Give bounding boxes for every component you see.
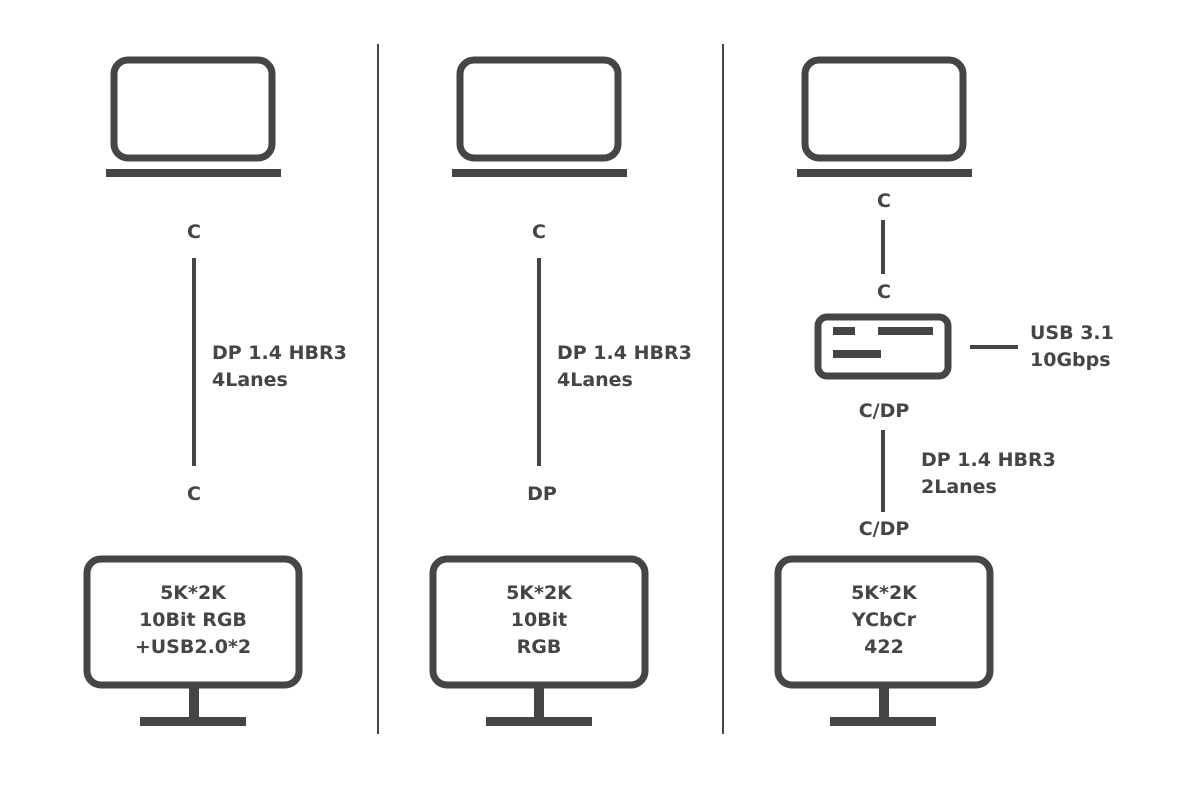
connector-label: C <box>187 221 201 243</box>
monitor-spec-line: 10Bit RGB <box>139 609 247 631</box>
link-label: DP 1.4 HBR3 4Lanes <box>212 340 347 394</box>
adapter-input-label: C <box>877 281 891 303</box>
link-label-line: 4Lanes <box>212 369 288 391</box>
adapter-side-label-line: USB 3.1 <box>1030 322 1114 344</box>
laptop-icon <box>452 56 627 177</box>
monitor-spec: 5K*2K 10Bit RGB +USB2.0*2 <box>90 580 296 661</box>
connector-label: C <box>877 190 891 212</box>
monitor-spec-line: 10Bit <box>510 609 568 631</box>
monitor-spec: 5K*2K YCbCr 422 <box>781 580 987 661</box>
monitor-spec-line: 5K*2K <box>851 582 917 604</box>
monitor-spec-line: 422 <box>864 636 904 658</box>
adapter-side-label-line: 10Gbps <box>1030 349 1111 371</box>
link-label-line: DP 1.4 HBR3 <box>921 449 1056 471</box>
laptop-icon <box>106 56 281 177</box>
link-label-line: 4Lanes <box>557 369 633 391</box>
link-label: DP 1.4 HBR3 4Lanes <box>557 340 692 394</box>
monitor-icon <box>774 555 994 726</box>
column-3 <box>774 56 1018 726</box>
link-label: DP 1.4 HBR3 2Lanes <box>921 447 1056 501</box>
monitor-spec-line: YCbCr <box>852 609 916 631</box>
adapter-icon <box>814 313 952 380</box>
column-1 <box>83 56 303 726</box>
monitor-spec-line: 5K*2K <box>160 582 226 604</box>
connector-label: DP <box>527 483 557 505</box>
adapter-output-label: C/DP <box>858 400 910 422</box>
link-label-line: DP 1.4 HBR3 <box>212 342 347 364</box>
monitor-icon <box>429 555 649 726</box>
laptop-icon <box>797 56 972 177</box>
column-2 <box>429 56 649 726</box>
monitor-icon <box>83 555 303 726</box>
connector-label: C <box>532 221 546 243</box>
connector-label: C/DP <box>858 518 910 540</box>
monitor-spec-line: 5K*2K <box>506 582 572 604</box>
monitor-spec-line: +USB2.0*2 <box>134 636 252 658</box>
monitor-spec-line: RGB <box>516 636 562 658</box>
link-label-line: DP 1.4 HBR3 <box>557 342 692 364</box>
connector-label: C <box>187 483 201 505</box>
monitor-spec: 5K*2K 10Bit RGB <box>436 580 642 661</box>
adapter-side-label: USB 3.1 10Gbps <box>1030 320 1114 374</box>
link-label-line: 2Lanes <box>921 476 997 498</box>
